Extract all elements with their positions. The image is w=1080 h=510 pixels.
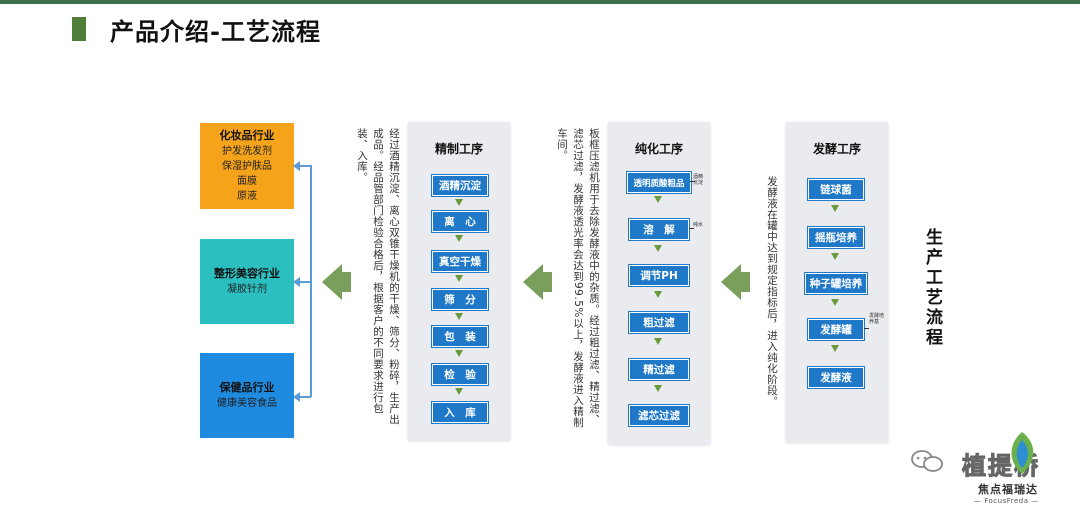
down-arrow-icon xyxy=(654,291,662,298)
down-arrow-icon xyxy=(831,345,839,352)
purification-note: 酒精沉淀 xyxy=(693,174,704,186)
down-arrow-icon xyxy=(455,199,463,206)
down-arrow-icon xyxy=(654,338,662,345)
down-arrow-icon xyxy=(831,205,839,212)
refining-step: 离 心 xyxy=(432,211,488,232)
brand-name: 焦点福瑞达 xyxy=(978,483,1038,496)
brand-name-en: — FocusFreda — xyxy=(974,497,1039,505)
industry-item: 面膜 xyxy=(237,176,257,187)
fermentation-step: 发酵液 xyxy=(808,367,864,388)
flow-arrow-left-icon xyxy=(523,264,543,300)
down-arrow-icon xyxy=(455,235,463,242)
purification-step: 透明质酸粗品 xyxy=(627,172,691,193)
note-pointer xyxy=(689,228,694,229)
bracket-arrowhead xyxy=(293,161,300,171)
flow-arrow-left-icon xyxy=(721,264,741,300)
flow-arrow-tail xyxy=(542,272,552,292)
fermentation-panel-title: 发酵工序 xyxy=(812,142,861,156)
wechat-icon xyxy=(911,450,943,472)
fermentation-note: 发酵培养基 xyxy=(869,313,885,325)
purification-description: 板框压滤机用于去除发酵液中的杂质。经过粗过滤、精过滤、滤芯过滤，发酵液透光率会达… xyxy=(556,128,600,428)
bracket-branch xyxy=(296,396,311,398)
process-side-label: 生产工艺流程 xyxy=(922,228,942,348)
industry-item: 健康美容食品 xyxy=(217,398,277,409)
refining-step: 入 库 xyxy=(432,402,488,423)
down-arrow-icon xyxy=(455,350,463,357)
down-arrow-icon xyxy=(654,245,662,252)
industry-title: 保健品行业 xyxy=(219,381,275,394)
purification-step: 滤芯过滤 xyxy=(629,405,689,426)
down-arrow-icon xyxy=(455,313,463,320)
bracket-arrowhead xyxy=(293,392,300,402)
note-pointer xyxy=(864,328,869,329)
fermentation-step: 链球菌 xyxy=(808,179,864,200)
refining-step: 包 装 xyxy=(432,326,488,347)
industry-title: 整形美容行业 xyxy=(214,267,280,280)
title-marker xyxy=(72,17,86,41)
refining-step: 检 验 xyxy=(432,364,488,385)
industry-box-health: 保健品行业 健康美容食品 xyxy=(200,353,294,438)
industry-box-cosmetics: 化妆品行业 护发洗发剂 保湿护肤品 面膜 原液 xyxy=(200,123,294,209)
refining-step: 真空干燥 xyxy=(432,251,488,272)
down-arrow-icon xyxy=(831,253,839,260)
industry-item: 凝胶针剂 xyxy=(227,284,267,295)
leaf-logo-icon xyxy=(1011,432,1034,474)
down-arrow-icon xyxy=(455,388,463,395)
flow-arrow-tail xyxy=(740,272,750,292)
purification-panel-title: 纯化工序 xyxy=(634,142,683,156)
purification-step: 溶 解 xyxy=(629,219,689,240)
industry-item: 原液 xyxy=(237,191,257,202)
fermentation-step: 摇瓶培养 xyxy=(808,227,864,248)
purification-step: 调节PH xyxy=(629,265,689,286)
flow-arrow-tail xyxy=(341,272,351,292)
fermentation-description: 发酵液在罐中达到规定指标后，进入纯化阶段。 xyxy=(766,176,778,407)
industry-item: 护发洗发剂 xyxy=(222,146,272,157)
refining-step: 酒精沉淀 xyxy=(432,175,488,196)
purification-note: 纯水 xyxy=(693,222,704,228)
page-title: 产品介绍-工艺流程 xyxy=(110,18,321,46)
bracket-branch xyxy=(296,281,311,283)
fermentation-step: 种子罐培养 xyxy=(805,273,867,294)
note-pointer xyxy=(690,181,695,182)
refining-description: 经过酒精沉淀、离心双锥干燥机的干燥、筛分、粉碎，生产出成品。经品管部门检验合格后… xyxy=(356,128,400,425)
fermentation-step: 发酵罐 xyxy=(808,319,864,340)
bracket-arrowhead xyxy=(293,277,300,287)
purification-step: 精过滤 xyxy=(629,359,689,380)
down-arrow-icon xyxy=(654,385,662,392)
industry-box-aesthetics: 整形美容行业 凝胶针剂 xyxy=(200,239,294,324)
down-arrow-icon xyxy=(455,275,463,282)
bracket-branch xyxy=(296,165,311,167)
down-arrow-icon xyxy=(831,299,839,306)
purification-step: 粗过滤 xyxy=(629,312,689,333)
top-accent-bar xyxy=(0,0,1080,4)
refining-step: 筛 分 xyxy=(432,289,488,310)
flow-arrow-left-icon xyxy=(322,264,342,300)
down-arrow-icon xyxy=(654,196,662,203)
industry-title: 化妆品行业 xyxy=(219,129,275,142)
refining-panel-title: 精制工序 xyxy=(434,142,483,156)
industry-item: 保湿护肤品 xyxy=(222,161,272,172)
bracket-line xyxy=(310,165,312,397)
